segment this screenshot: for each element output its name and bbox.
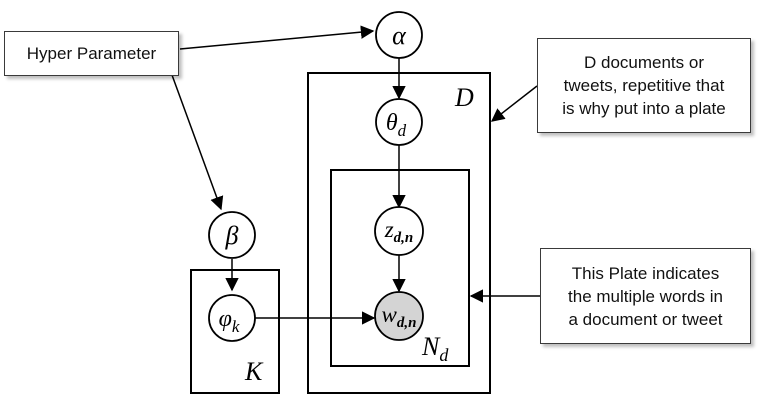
plate-topics [190,269,280,394]
callout-words-line-1: This Plate indicates [571,263,720,283]
callout-words-line-2: the multiple words in [568,286,723,306]
svg-text:zd,n: zd,n [384,217,414,246]
callout-hyper-line-1: Hyper Parameter [26,44,157,63]
plate-topics-label: K [244,357,264,386]
node-alpha: α [375,11,423,59]
callout-documents-line-2: tweets, repetitive that [563,76,725,95]
callout-documents-line-3: is why put into a plate [562,99,726,118]
arrow-hyper-beta [171,74,224,211]
callout-documents-line-1: D documents or [584,53,704,72]
arrow-documents-plate [490,85,538,122]
callout-hyper-parameter: Hyper Parameter [4,31,179,76]
node-beta: β [208,211,256,259]
arrow-hyper-alpha [179,25,375,50]
callout-words-plate: This Plate indicates the multiple words … [540,248,751,344]
svg-text:β: β [225,221,239,250]
svg-text:φk: φk [219,306,240,336]
plate-words [330,169,470,367]
node-z: zd,n [374,206,424,256]
node-w-observed: wd,n [374,291,424,341]
callout-words-line-3: a document or tweet [568,309,723,329]
svg-text:θd: θd [386,110,407,140]
plate-documents-label: D [454,83,474,112]
plate-words-label: Nd [421,332,449,365]
node-phi: φk [208,294,256,342]
svg-text:α: α [392,21,407,50]
node-theta: θd [375,98,423,146]
svg-text:wd,n: wd,n [382,302,417,331]
callout-documents: D documents or tweets, repetitive that i… [537,38,751,133]
